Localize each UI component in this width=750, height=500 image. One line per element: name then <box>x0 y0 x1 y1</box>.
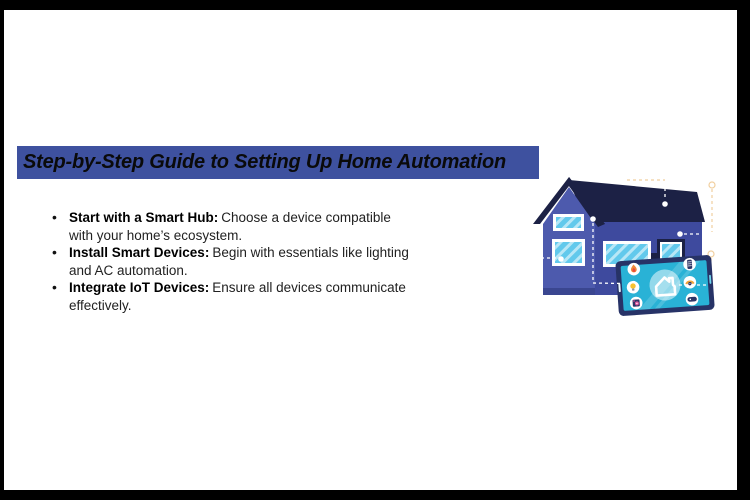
connector-dots <box>558 201 683 262</box>
tablet-right-button <box>709 274 712 284</box>
house-gable-roof-fill <box>569 177 605 227</box>
bullet-item-smart-devices: Install Smart Devices:Begin with essenti… <box>52 244 409 279</box>
light-bulb-icon <box>626 280 640 294</box>
slide-page: Step-by-Step Guide to Setting Up Home Au… <box>4 10 737 490</box>
house-window-gable-big <box>552 239 585 266</box>
bullet-label: Install Smart Devices: <box>69 245 210 261</box>
house-gable-base-shadow <box>543 288 595 295</box>
house-window-gable-top <box>553 214 584 231</box>
window-blinds-icon <box>683 257 696 271</box>
bullet-text: Ensure all devices communicate <box>212 280 406 296</box>
bullet-label: Start with a Smart Hub: <box>69 210 219 225</box>
washing-machine-icon <box>629 296 643 310</box>
bullet-text-cont: and AC automation. <box>69 262 188 278</box>
bullet-text-cont: effectively. <box>69 297 132 313</box>
bullet-item-smart-hub: Start with a Smart Hub:Choose a device c… <box>52 209 409 244</box>
tablet-left-button <box>618 283 621 293</box>
remote-control-icon <box>685 292 699 306</box>
bullet-text: Begin with essentials like lighting <box>212 245 409 261</box>
smart-home-illustration <box>533 177 716 316</box>
bullet-list: Start with a Smart Hub:Choose a device c… <box>52 209 409 315</box>
title-banner: Step-by-Step Guide to Setting Up Home Au… <box>17 146 539 179</box>
home-icon <box>654 276 677 297</box>
connector-lines <box>535 182 709 282</box>
connector-lines-front <box>592 282 706 286</box>
house-main-roof <box>569 180 705 222</box>
page-title: Step-by-Step Guide to Setting Up Home Au… <box>23 151 506 173</box>
bullet-label: Integrate IoT Devices: <box>69 280 210 296</box>
bullet-text-cont: with your home’s ecosystem. <box>69 227 243 243</box>
flame-icon <box>627 262 641 276</box>
bullet-item-iot-devices: Integrate IoT Devices:Ensure all devices… <box>52 279 409 314</box>
bullet-text: Choose a device compatible <box>221 210 391 225</box>
